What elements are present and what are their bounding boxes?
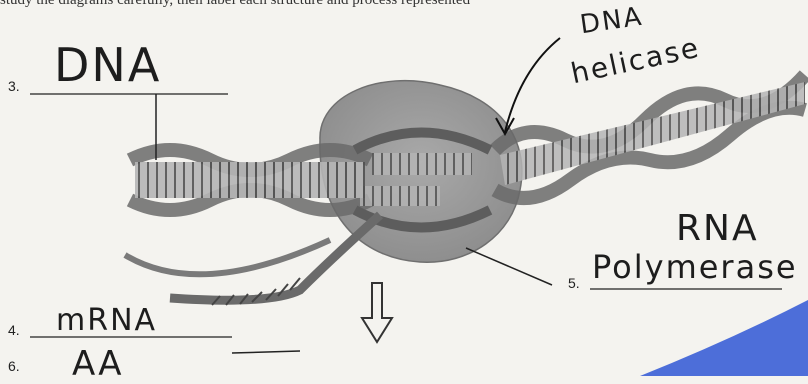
answer-5-rna: RNA — [676, 208, 759, 249]
leader-line-6 — [232, 351, 300, 353]
answer-6-aa: AA — [72, 344, 123, 384]
label-number-4: 4. — [8, 322, 20, 338]
leader-line-5 — [466, 248, 552, 285]
answer-5-polymerase: Polymerase — [592, 248, 798, 286]
mrna-strand — [125, 215, 380, 305]
worksheet-page: study the diagrams carefully, then label… — [0, 0, 808, 376]
label-number-6: 6. — [8, 358, 20, 374]
dna-helix-right — [495, 75, 805, 198]
down-arrow — [362, 283, 392, 342]
label-number-3: 3. — [8, 78, 20, 94]
blue-marker-stroke — [640, 300, 808, 376]
answer-4-mrna: mRNA — [56, 303, 157, 338]
answer-3-dna: DNA — [54, 38, 161, 92]
label-number-5: 5. — [568, 275, 580, 291]
